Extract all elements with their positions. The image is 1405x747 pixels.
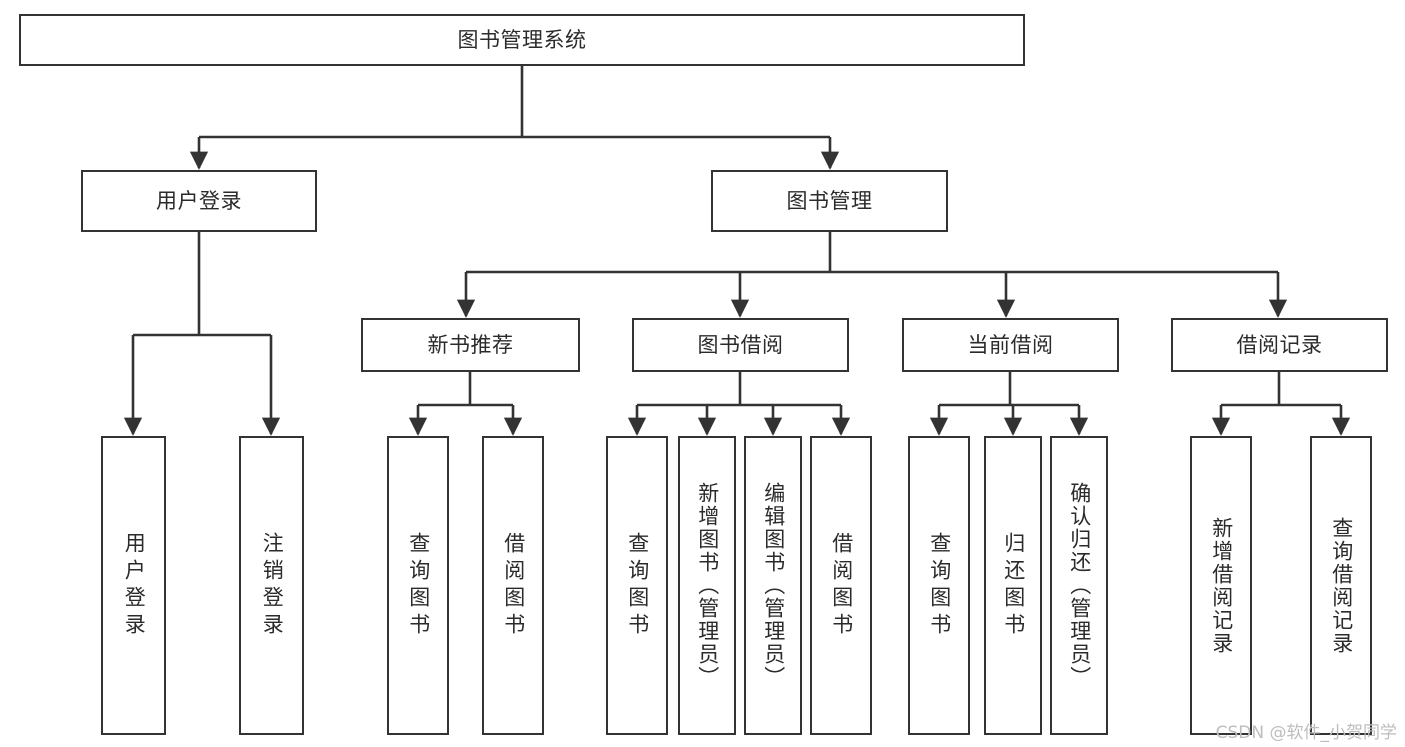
- node-leaf-borrow-book-1[interactable]: 借阅图书: [482, 436, 544, 735]
- node-leaf-query-record[interactable]: 查询借阅记录: [1310, 436, 1372, 735]
- node-leaf-edit-book-label: 编辑图书（管理员）: [761, 482, 786, 689]
- node-leaf-add-record[interactable]: 新增借阅记录: [1190, 436, 1252, 735]
- node-leaf-user-login-label: 用户登录: [122, 531, 147, 640]
- node-leaf-query-book-3-label: 查询图书: [927, 531, 952, 640]
- node-leaf-query-book-3[interactable]: 查询图书: [908, 436, 970, 735]
- node-leaf-add-book-label: 新增图书（管理员）: [695, 482, 720, 689]
- node-book-borrow[interactable]: 图书借阅: [632, 318, 849, 372]
- node-user-login-label: 用户登录: [156, 188, 242, 213]
- node-leaf-query-book-1-label: 查询图书: [406, 531, 431, 640]
- node-leaf-borrow-book-1-label: 借阅图书: [501, 531, 526, 640]
- node-leaf-borrow-book-2[interactable]: 借阅图书: [810, 436, 872, 735]
- node-leaf-query-record-label: 查询借阅记录: [1329, 516, 1354, 655]
- node-leaf-user-logout-label: 注销登录: [260, 531, 285, 640]
- node-borrow-record[interactable]: 借阅记录: [1171, 318, 1388, 372]
- node-leaf-add-book[interactable]: 新增图书（管理员）: [678, 436, 736, 735]
- node-current-borrow[interactable]: 当前借阅: [902, 318, 1119, 372]
- node-current-borrow-label: 当前借阅: [967, 332, 1054, 357]
- node-new-book-recommend-label: 新书推荐: [427, 332, 514, 357]
- node-leaf-confirm-return-label: 确认归还（管理员）: [1067, 482, 1092, 689]
- node-leaf-query-book-2-label: 查询图书: [625, 531, 650, 640]
- node-leaf-return-book-label: 归还图书: [1001, 531, 1026, 640]
- node-user-login[interactable]: 用户登录: [81, 170, 317, 232]
- node-leaf-edit-book[interactable]: 编辑图书（管理员）: [744, 436, 802, 735]
- node-leaf-confirm-return[interactable]: 确认归还（管理员）: [1050, 436, 1108, 735]
- node-borrow-record-label: 借阅记录: [1236, 332, 1323, 357]
- node-book-borrow-label: 图书借阅: [697, 332, 784, 357]
- node-leaf-return-book[interactable]: 归还图书: [984, 436, 1042, 735]
- node-root[interactable]: 图书管理系统: [19, 14, 1025, 66]
- node-leaf-add-record-label: 新增借阅记录: [1209, 516, 1234, 655]
- node-leaf-user-login[interactable]: 用户登录: [101, 436, 166, 735]
- node-root-label: 图书管理系统: [457, 27, 587, 52]
- node-book-manage-label: 图书管理: [786, 188, 873, 213]
- node-book-manage[interactable]: 图书管理: [711, 170, 948, 232]
- node-leaf-query-book-1[interactable]: 查询图书: [387, 436, 449, 735]
- node-leaf-user-logout[interactable]: 注销登录: [239, 436, 304, 735]
- node-leaf-borrow-book-2-label: 借阅图书: [829, 531, 854, 640]
- node-leaf-query-book-2[interactable]: 查询图书: [606, 436, 668, 735]
- node-new-book-recommend[interactable]: 新书推荐: [361, 318, 580, 372]
- csdn-watermark: CSDN @软件_小贺同学: [1215, 723, 1397, 743]
